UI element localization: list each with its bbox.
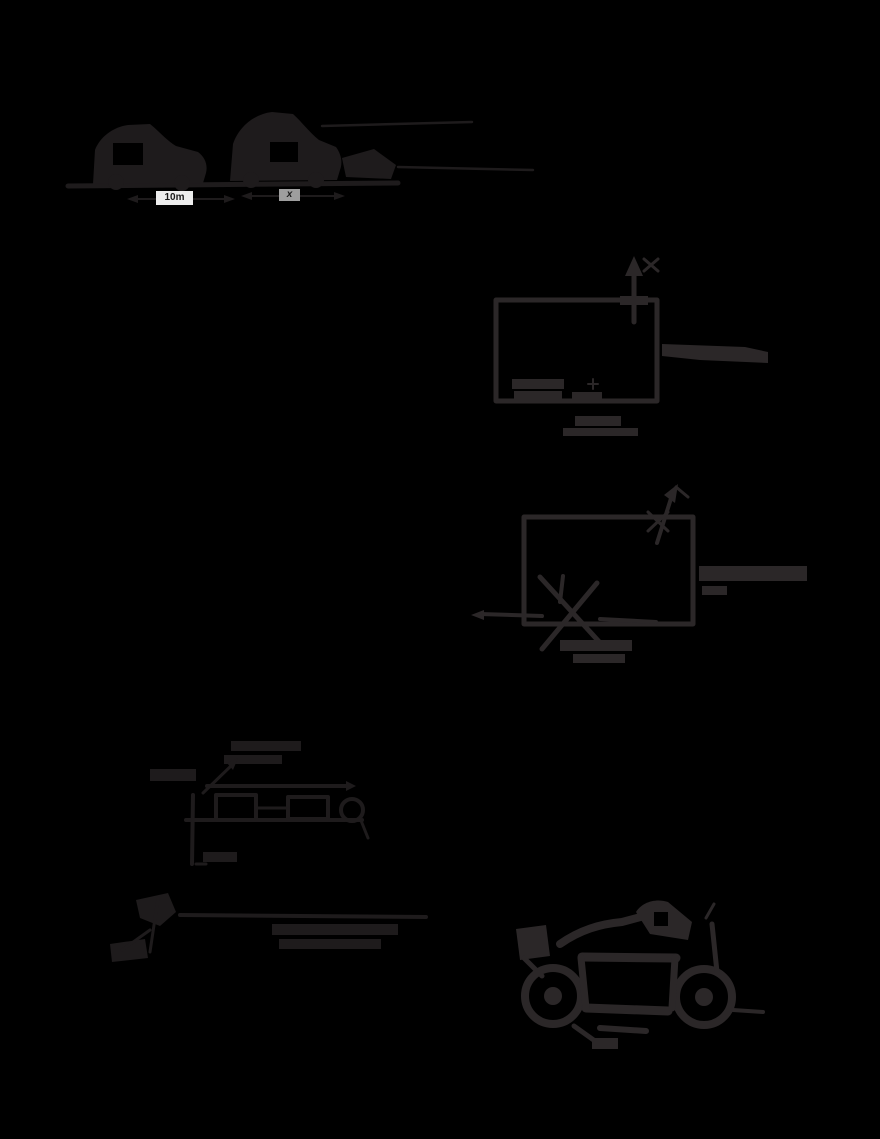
- arrowhead-right-icon: [334, 192, 345, 200]
- illegible-text: [203, 852, 237, 862]
- motorcycle-sketch: [516, 900, 765, 1049]
- body-bottom: [581, 1003, 673, 1016]
- up-arrow: [655, 490, 675, 545]
- plus-sign-icon: [587, 378, 599, 390]
- left-arrow: [478, 612, 544, 618]
- body-right: [668, 954, 679, 1012]
- illegible-text: [600, 428, 638, 436]
- vector-baseline-figure: [110, 893, 428, 962]
- illegible-text: [279, 939, 381, 949]
- block-diagram-2: [471, 484, 807, 663]
- mirror-stroke: [704, 902, 716, 920]
- arrowhead-up-icon: [625, 256, 643, 276]
- leader-line: [396, 165, 535, 172]
- illegible-text: [702, 586, 727, 595]
- illegible-text: [699, 566, 807, 581]
- arrowhead-up-icon: [664, 484, 678, 503]
- sketch-stroke: [674, 485, 690, 499]
- arrowhead-left-icon: [471, 610, 484, 620]
- vertical-line: [148, 896, 160, 954]
- illegible-text: [224, 755, 282, 764]
- vertical-line: [190, 793, 195, 866]
- dimension-label-10m: 10m: [156, 191, 193, 205]
- sketch-stroke: [598, 617, 658, 624]
- sketch-stroke: [558, 574, 565, 604]
- sketch-blob: [592, 1038, 618, 1049]
- body-left: [577, 954, 590, 1012]
- carts-track-figure: [65, 112, 535, 203]
- block-outline: [521, 514, 696, 627]
- blocks-on-table-figure: [150, 741, 370, 866]
- body-top: [577, 952, 681, 963]
- arrowhead-left-icon: [127, 195, 138, 203]
- illegible-text: [231, 741, 301, 751]
- frame-top: [556, 911, 652, 948]
- illegible-text: [150, 769, 196, 781]
- sketch-stroke: [342, 149, 396, 179]
- cart-wheel: [108, 174, 124, 190]
- cart-sketch: [93, 124, 207, 184]
- sketch-blob: [110, 939, 148, 962]
- cart-wheel: [174, 175, 190, 191]
- dimension-label-10m-text: 10m: [164, 192, 185, 203]
- arrowhead-right-icon: [224, 195, 235, 203]
- illegible-text: [572, 392, 602, 402]
- illegible-text: [662, 344, 768, 363]
- chain-line: [597, 1025, 649, 1034]
- dimension-label-x: x: [279, 189, 300, 201]
- illegible-text: [575, 416, 621, 426]
- baseline: [178, 913, 428, 919]
- hanging-string: [358, 816, 370, 840]
- illegible-text: [514, 391, 562, 400]
- rear-hub: [544, 987, 562, 1005]
- sketch-stroke: [521, 955, 545, 979]
- dimension-label-x-text: x: [286, 189, 293, 200]
- handlebar-gap: [654, 912, 668, 926]
- cart-wheel: [243, 172, 259, 188]
- cart-window: [270, 142, 298, 162]
- cross-mark-icon: [642, 257, 660, 273]
- diagonal-arrow: [201, 762, 235, 795]
- cart-wheel: [308, 172, 324, 188]
- seat-sketch: [516, 925, 550, 960]
- front-fork: [709, 921, 720, 975]
- ground-stub-line: [731, 1008, 765, 1014]
- cart-window: [113, 143, 143, 165]
- illegible-text: [512, 379, 564, 389]
- block-outline: [286, 795, 330, 821]
- diagonal-line: [120, 928, 152, 952]
- illegible-text: [563, 428, 621, 436]
- illegible-text: [573, 654, 625, 663]
- illegible-text: [272, 924, 398, 935]
- arrowhead-right-icon: [346, 781, 356, 791]
- pulley-icon: [339, 797, 365, 823]
- leader-line: [320, 120, 474, 128]
- block-diagram-1: [493, 256, 768, 436]
- cross-arrow: [539, 580, 600, 652]
- illegible-text: [560, 640, 632, 651]
- arrowhead-left-icon: [241, 192, 252, 200]
- front-hub: [695, 988, 713, 1006]
- block-outline: [214, 793, 258, 822]
- rear-wheel: [521, 964, 585, 1028]
- arrowhead-icon: [227, 758, 238, 770]
- cross-mark-icon: [646, 510, 670, 533]
